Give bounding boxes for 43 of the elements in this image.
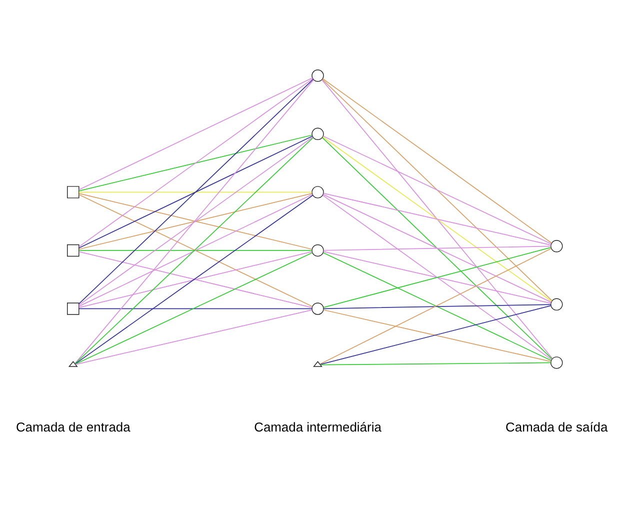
connector xyxy=(320,362,552,365)
node-circle xyxy=(550,298,563,310)
connector xyxy=(78,76,313,190)
connector xyxy=(78,191,312,192)
connector xyxy=(75,308,312,364)
connector xyxy=(323,245,552,250)
connector xyxy=(74,78,314,364)
connector xyxy=(322,194,552,302)
node-circle xyxy=(312,186,324,198)
connector xyxy=(323,192,552,245)
connector xyxy=(74,252,313,364)
connector xyxy=(78,78,314,247)
node-circle xyxy=(550,356,563,368)
connector xyxy=(322,194,552,360)
node-triangle xyxy=(68,360,78,366)
connector xyxy=(78,135,313,248)
connector xyxy=(78,192,312,250)
connector xyxy=(78,308,312,309)
connector xyxy=(78,78,314,304)
node-circle xyxy=(312,302,324,314)
connector xyxy=(78,134,312,191)
node-box xyxy=(67,302,80,314)
node-circle xyxy=(312,244,324,256)
node-box xyxy=(67,186,80,198)
node-circle xyxy=(550,240,563,252)
connector xyxy=(322,78,552,301)
connector xyxy=(322,78,553,359)
connector xyxy=(322,136,552,359)
node-triangle xyxy=(313,360,322,366)
connector xyxy=(78,250,312,308)
label: Camada de entrada xyxy=(16,418,130,434)
node-circle xyxy=(312,69,324,82)
label: Camada intermediária xyxy=(254,418,382,434)
connector xyxy=(74,136,314,364)
connector xyxy=(78,136,314,306)
connector xyxy=(322,78,552,244)
label: Camada de saída xyxy=(506,418,608,434)
connector xyxy=(74,194,314,364)
connector xyxy=(323,304,552,309)
connector xyxy=(322,135,552,244)
connector xyxy=(322,136,552,302)
node-circle xyxy=(312,127,324,140)
node-box xyxy=(67,244,80,256)
